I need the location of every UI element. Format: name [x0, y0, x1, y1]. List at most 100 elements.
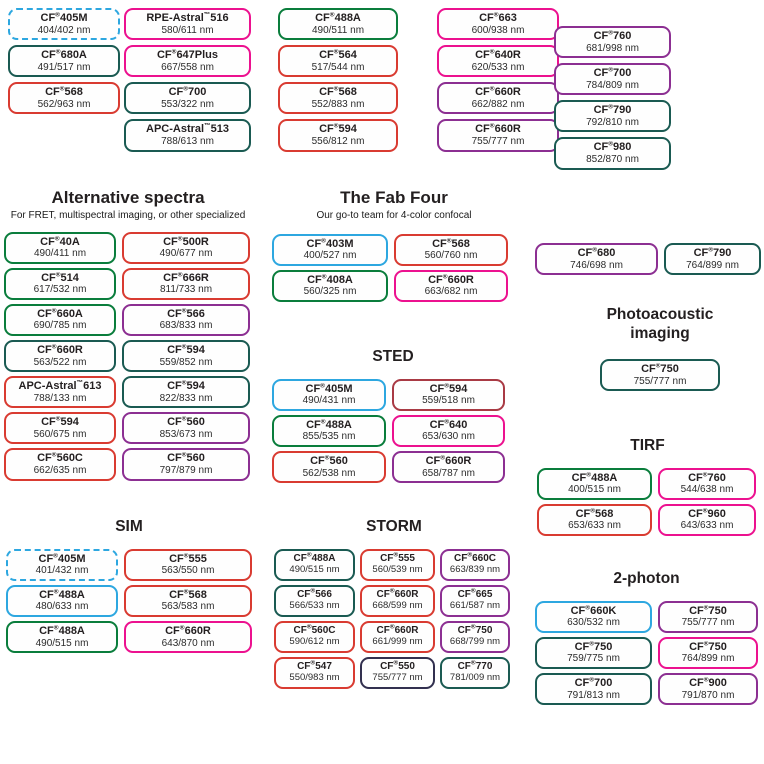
- dye-name: CF®405M: [305, 381, 353, 395]
- dye-name: CF®594: [167, 343, 205, 356]
- dye-name: CF®564: [319, 48, 357, 62]
- dye-excitation-emission: 400/515 nm: [568, 484, 621, 496]
- dye-excitation-emission: 553/322 nm: [161, 98, 214, 110]
- dye-excitation-emission: 781/009 nm: [449, 671, 501, 683]
- dye-name: CF®408A: [307, 273, 353, 286]
- dye-excitation-emission: 566/533 nm: [289, 599, 340, 611]
- dye-name: CF®594: [41, 415, 79, 429]
- dye-excitation-emission: 855/535 nm: [302, 431, 356, 443]
- dye-excitation-emission: 791/813 nm: [567, 689, 620, 701]
- dye-name: CF®750: [574, 640, 613, 653]
- dye-excitation-emission: 811/733 nm: [159, 284, 213, 296]
- dye-name: CF®568: [169, 588, 207, 601]
- dye-name: CF®790: [593, 103, 632, 117]
- dye-excitation-emission: 560/760 nm: [424, 250, 478, 262]
- dye-name: CF®760: [688, 470, 726, 484]
- dye-name: CF®680A: [41, 48, 87, 62]
- dye-name: CF®594: [429, 381, 468, 395]
- dye-excitation-emission: 552/883 nm: [311, 98, 365, 110]
- section-title: 2-photon: [613, 570, 680, 587]
- dye-name: CF®560: [167, 451, 205, 465]
- dye-name: CF®568: [432, 236, 470, 250]
- dye-excitation-emission: 681/998 nm: [586, 42, 639, 54]
- dye-excitation-emission: 563/583 nm: [161, 601, 215, 613]
- section-title: STORM: [366, 518, 422, 535]
- dye-name: CF®550: [380, 660, 415, 673]
- dye-excitation-emission: 788/133 nm: [33, 392, 87, 404]
- dye-name: APC-Astral™513: [146, 122, 229, 136]
- dye-excitation-emission: 791/870 nm: [681, 689, 735, 701]
- dye-excitation-emission: 630/532 nm: [567, 617, 620, 629]
- dye-excitation-emission: 559/852 nm: [159, 356, 213, 368]
- dye-excitation-emission: 667/558 nm: [161, 61, 214, 73]
- dye-name: CF®770: [457, 660, 493, 673]
- dye-excitation-emission: 653/633 nm: [568, 520, 621, 532]
- dye-name: CF®660R: [376, 624, 419, 637]
- dye-name: CF®790: [693, 246, 732, 259]
- dye-name: CF®594: [319, 122, 357, 136]
- dye-excitation-emission: 620/533 nm: [471, 61, 525, 73]
- dye-name: CF®660A: [37, 307, 83, 320]
- dye-name: CF®488A: [39, 588, 85, 601]
- dye-name: CF®555: [169, 551, 207, 565]
- dye-name: CF®647Plus: [156, 48, 219, 62]
- dye-excitation-emission: 404/402 nm: [37, 24, 91, 36]
- dye-name: CF®750: [689, 640, 727, 653]
- dye-name: CF®403M: [306, 236, 354, 250]
- dye-name: CF®40A: [40, 234, 80, 248]
- section-title: Photoacoustic imaging: [606, 306, 714, 342]
- dye-excitation-emission: 600/938 nm: [471, 24, 525, 36]
- dye-name: RPE-Astral™516: [146, 11, 229, 24]
- dye-excitation-emission: 490/411 nm: [33, 248, 87, 260]
- dye-excitation-emission: 491/517 nm: [37, 61, 91, 73]
- dye-name: APC-Astral™613: [18, 379, 102, 393]
- dye-excitation-emission: 544/638 nm: [680, 484, 734, 496]
- dye-name: CF®665: [457, 588, 493, 601]
- dye-name: CF®488A: [306, 418, 352, 431]
- dye-name: CF®594: [167, 379, 205, 393]
- dye-excitation-emission: 663/839 nm: [449, 563, 501, 575]
- dye-name: CF®660R: [376, 588, 419, 601]
- dye-excitation-emission: 663/682 nm: [424, 286, 478, 298]
- dye-excitation-emission: 490/511 nm: [311, 24, 365, 36]
- dye-excitation-emission: 668/599 nm: [372, 599, 423, 611]
- dye-excitation-emission: 792/810 nm: [586, 116, 639, 128]
- dye-name: CF®700: [593, 66, 632, 80]
